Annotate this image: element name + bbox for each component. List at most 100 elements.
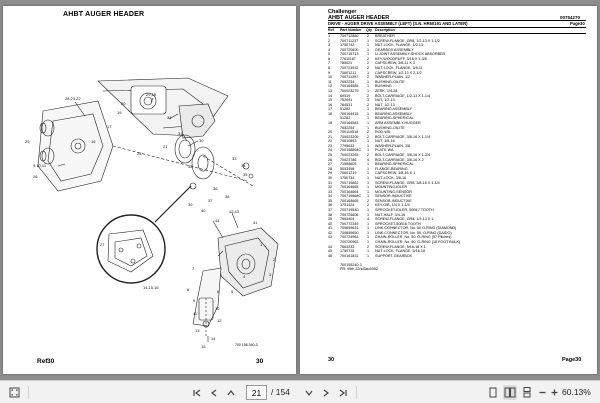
row-description: SUPPORT-GEARBOX: [375, 253, 413, 258]
header-rule: [328, 33, 586, 34]
last-page-icon[interactable]: [336, 385, 350, 400]
row-qty: 3: [367, 98, 370, 103]
row-ref: 41: [328, 226, 333, 231]
row-part-number: 700164665: [340, 198, 359, 203]
callout-label: 24: [137, 151, 142, 156]
row-ref: 16: [328, 102, 333, 107]
row-qty: 1: [367, 235, 370, 240]
row-ref: 33: [328, 189, 333, 194]
row-qty: 4: [367, 157, 370, 162]
row-part-number: 700720600: [340, 47, 359, 52]
row-part-number: 700711237: [340, 38, 359, 43]
row-description: NUT-HALF, 3/4-16: [375, 212, 406, 217]
row-qty: 2: [367, 66, 370, 71]
row-part-number: 700719862: [340, 180, 359, 185]
row-part-number: 5053498: [340, 166, 355, 171]
callout-label: 1: [260, 242, 263, 247]
row-description: CAPSCREW, 3/8-11 X 3: [375, 61, 415, 66]
callout-label: 8: [187, 287, 190, 292]
callout-label: 34: [241, 163, 246, 168]
ref-number: 30: [47, 358, 55, 365]
row-part-number: 700164664: [340, 189, 359, 194]
zoom-level[interactable]: 60.13%: [562, 387, 591, 397]
row-part-number: 700772349: [340, 221, 359, 226]
continuous-icon[interactable]: [520, 385, 534, 400]
row-ref: 35: [328, 198, 333, 203]
row-ref: 34: [328, 194, 333, 199]
row-ref: 46: [328, 253, 333, 258]
row-ref: 13: [328, 88, 333, 93]
callout-label: 35: [243, 172, 248, 177]
row-ref: 19: [328, 120, 333, 125]
row-description: NUT-LOCK, FLANGE, 3/8-11: [375, 66, 423, 71]
two-page-icon[interactable]: [503, 385, 517, 400]
callout-label: 27: [100, 242, 105, 247]
row-description: BOLT-CARRIAGE, 1/2-13 X 1-1/4: [375, 93, 431, 98]
row-qty: 1: [367, 240, 370, 245]
callout-label: 37: [208, 198, 213, 203]
row-qty: 1: [367, 143, 370, 148]
row-part-number: 752641: [340, 98, 353, 103]
row-ref: 1: [328, 34, 331, 38]
callout-label: 13: [195, 328, 200, 333]
callout-label: 4: [243, 274, 246, 279]
ref-label: Ref: [37, 358, 48, 365]
row-ref: 32: [328, 185, 333, 190]
row-description: BUSHING-OILITE: [375, 125, 405, 130]
callout-label: 26: [33, 174, 38, 179]
row-qty: 1: [367, 47, 370, 52]
left-page: AHBT AUGER HEADER: [3, 6, 296, 374]
zoom-in-icon[interactable]: [549, 385, 560, 400]
row-part-number: 70023786: [340, 157, 357, 162]
column-header-qty: Qty: [366, 27, 372, 32]
row-part-number: 7652254: [340, 79, 355, 84]
row-description: NUT-LOCK, 3/8-16: [375, 175, 407, 180]
row-part-number: 700659631: [340, 226, 359, 231]
row-ref: 8: [328, 66, 331, 71]
zoom-out-icon[interactable]: [537, 385, 548, 400]
single-page-icon[interactable]: [486, 385, 500, 400]
row-qty: 2: [367, 153, 370, 158]
callout-label: 31: [178, 131, 183, 136]
page-up-icon[interactable]: [224, 385, 238, 400]
row-description: SCREW-FLANGE, 5/16-18 X 1: [375, 244, 426, 249]
row-description: CHAIN-ROLLER, No. 50, O-RING (18 FOOT BU…: [375, 240, 461, 245]
callout-label: 19: [117, 110, 122, 115]
right-page: Challenger AHBT AUGER HEADER 00754270 DR…: [300, 6, 597, 374]
callout-label: 39: [188, 202, 193, 207]
callout-label: 12: [217, 318, 222, 323]
row-qty: 1: [367, 79, 370, 84]
page-number-input[interactable]: [246, 385, 267, 400]
row-ref: 2: [328, 38, 331, 43]
row-part-number: 700719868C: [340, 194, 362, 199]
previous-page-icon[interactable]: [207, 385, 221, 400]
next-page-icon[interactable]: [319, 385, 333, 400]
first-page-icon[interactable]: [190, 385, 204, 400]
page-down-icon[interactable]: [302, 385, 316, 400]
toolbar-divider: [356, 386, 357, 399]
row-description: MOUNTING-SENSOR: [375, 189, 412, 194]
fit-page-icon[interactable]: [6, 385, 22, 400]
callout-label: 11: [193, 311, 198, 316]
row-ref: 18: [328, 111, 333, 116]
document-viewer[interactable]: AHBT AUGER HEADER: [0, 0, 600, 380]
column-header-description: Description: [375, 27, 395, 32]
row-description: GEARBOX ASSEMBLY: [375, 47, 414, 52]
row-ref: 11: [328, 79, 332, 84]
row-description: NUT, 3/8-16: [375, 139, 395, 144]
